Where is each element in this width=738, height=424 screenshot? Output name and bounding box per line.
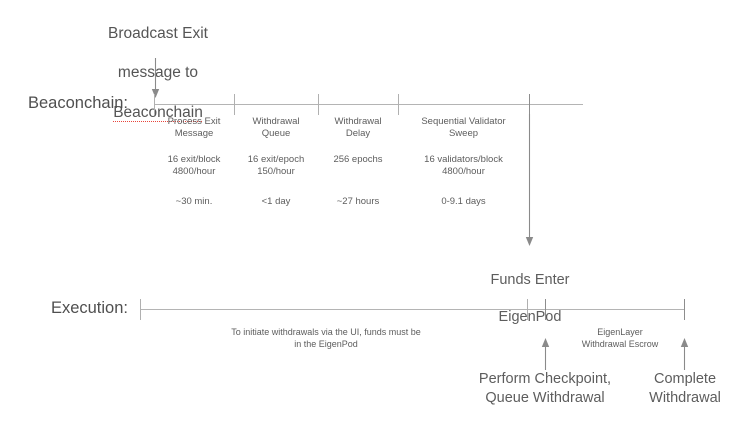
broadcast-to-timeline-arrow xyxy=(151,58,160,98)
execution-tick-start xyxy=(140,299,141,320)
segment-3-title: Sequential Validator Sweep xyxy=(421,116,506,140)
segment-2-title: Withdrawal Delay xyxy=(334,116,382,140)
segment-2-stats: 256 epochs xyxy=(333,154,383,165)
broadcast-line-2: message to xyxy=(117,64,199,82)
broadcast-exit-callout: Broadcast Exit message to Beaconchain xyxy=(88,4,228,143)
perform-checkpoint-arrow xyxy=(541,338,550,370)
beaconchain-tick-3 xyxy=(398,94,399,115)
execution-tick-eigenpod-funded xyxy=(527,299,528,320)
complete-withdrawal-label: Complete Withdrawal xyxy=(649,371,721,406)
broadcast-line-1: Broadcast Exit xyxy=(108,24,208,42)
segment-0-duration: ~30 min. xyxy=(175,196,213,207)
broadcast-line-3: Beaconchain xyxy=(88,103,228,123)
segment-0-title: Process Exit Message xyxy=(167,116,221,140)
beaconchain-lane-label: Beaconchain: xyxy=(28,94,128,112)
funds-enter-line-2: EigenPod xyxy=(498,308,562,325)
perform-checkpoint-label: Perform Checkpoint, Queue Withdrawal xyxy=(478,371,612,406)
beaconchain-spellcheck-word: Beaconchain xyxy=(113,104,203,123)
segment-0-stats: 16 exit/block 4800/hour xyxy=(167,154,221,178)
funds-enter-line-1: Funds Enter xyxy=(490,271,570,288)
segment-3-duration: 0-9.1 days xyxy=(441,196,486,207)
execution-ui-note: To initiate withdrawals via the UI, fund… xyxy=(231,327,421,349)
beaconchain-tick-4 xyxy=(529,94,530,115)
segment-3-stats: 16 validators/block 4800/hour xyxy=(424,154,503,178)
beaconchain-tick-0 xyxy=(154,94,155,115)
execution-lane-label: Execution: xyxy=(50,299,128,317)
beaconchain-tick-2 xyxy=(318,94,319,115)
execution-timeline-axis xyxy=(140,309,685,310)
segment-1-stats: 16 exit/epoch 150/hour xyxy=(247,154,305,178)
funds-enter-eigenpod-arrow xyxy=(525,114,534,246)
beaconchain-tick-1 xyxy=(234,94,235,115)
segment-1-duration: <1 day xyxy=(261,196,291,207)
segment-1-title: Withdrawal Queue xyxy=(252,116,300,140)
execution-tick-checkpoint xyxy=(545,299,546,320)
segment-2-duration: ~27 hours xyxy=(336,196,380,207)
beaconchain-timeline-axis xyxy=(154,104,583,105)
complete-withdrawal-arrow xyxy=(680,338,689,370)
execution-tick-complete xyxy=(684,299,685,320)
eigenlayer-withdrawal-escrow-label: EigenLayer Withdrawal Escrow xyxy=(581,327,659,349)
